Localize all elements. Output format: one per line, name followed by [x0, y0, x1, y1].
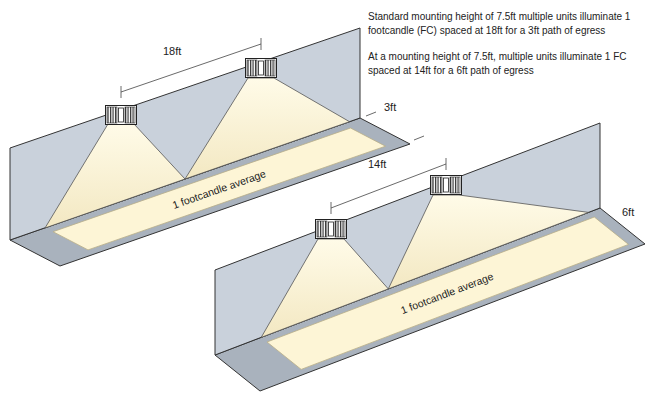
dimension-tick [446, 158, 447, 170]
band-outline [53, 128, 386, 250]
dimension-tick [261, 38, 262, 50]
note-text: At a mounting height of 7.5ft, multiple … [368, 50, 644, 77]
dimension-tick [366, 112, 376, 116]
dimension-tick [121, 86, 122, 98]
dimension-line [121, 44, 261, 92]
light-fixture [431, 176, 462, 195]
note-text: Standard mounting height of 7.5ft multip… [368, 10, 644, 37]
dimension-tick [414, 136, 424, 140]
light-band: 1 footcandle average [53, 128, 386, 250]
light-fixture [316, 220, 347, 239]
band-outline [267, 217, 629, 369]
dimension-label: 3ft [384, 100, 396, 115]
light-band: 1 footcandle average [267, 217, 629, 369]
dimension-tick [331, 202, 332, 214]
light-fixture [246, 59, 277, 78]
dimension-label: 18ft [163, 44, 181, 59]
light-fixture [106, 106, 137, 125]
dimension-label: 6ft [622, 205, 634, 220]
dimension-label: 14ft [368, 157, 386, 172]
dimension-line [331, 164, 446, 208]
